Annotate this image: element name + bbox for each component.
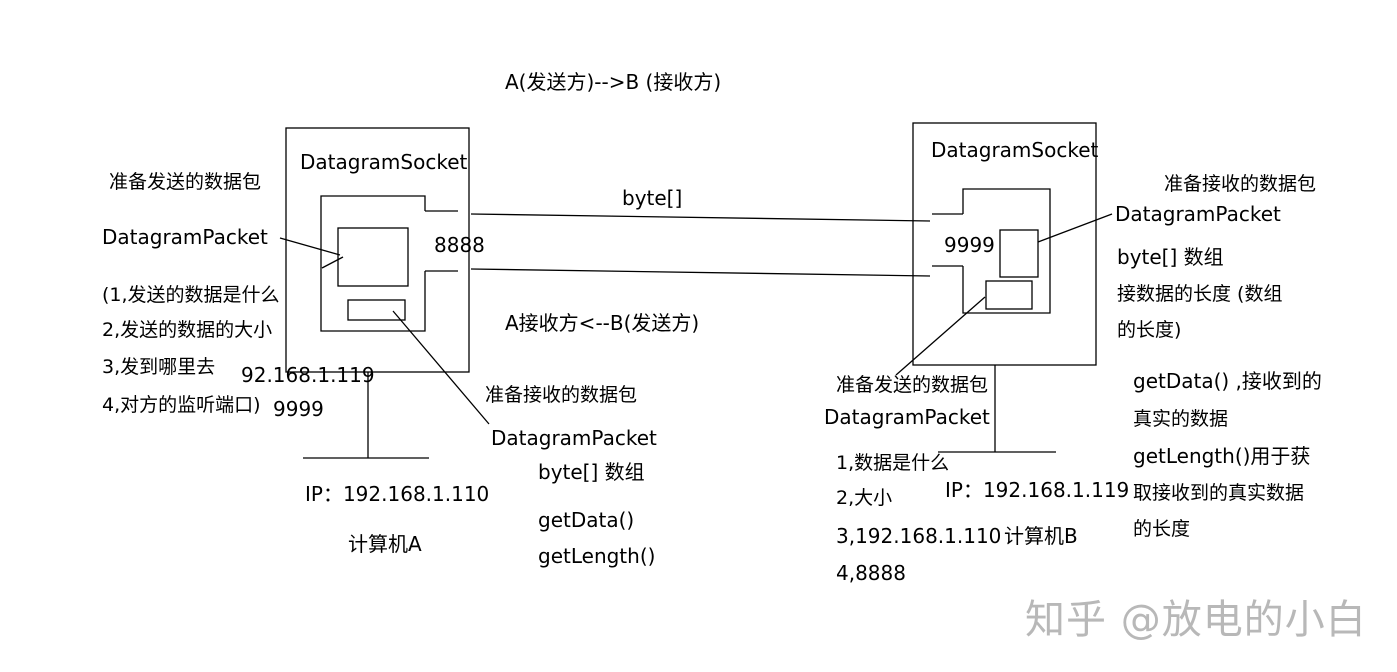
send-packet-b-label: 准备发送的数据包 — [836, 374, 989, 396]
reverse-direction-label: A接收方<--B(发送方) — [505, 311, 700, 335]
recv-packet-b-box — [999, 229, 1039, 278]
target-ip: 92.168.1.119 — [241, 363, 375, 387]
socket-a-box — [285, 127, 470, 373]
send-item-a-4: 4,对方的监听端口) — [102, 394, 261, 416]
socket-b-box — [912, 122, 1097, 366]
link-line-top — [470, 213, 931, 222]
recv-packet-a-pointer — [392, 310, 490, 425]
recv-packet-b-pointer — [1037, 213, 1113, 243]
send-item-a-3: 3,发到哪里去 — [102, 356, 216, 378]
socket-b-port-frame — [962, 188, 1051, 314]
recv-packet-b-label: 准备接收的数据包 — [1164, 173, 1317, 195]
method-b-5: 的长度 — [1133, 518, 1191, 540]
recv-item-b-3: 的长度) — [1117, 319, 1182, 341]
recv-item-a-2: getData() — [538, 508, 635, 532]
socket-b-port: 9999 — [944, 233, 995, 257]
send-packet-b-pointer — [895, 296, 986, 376]
send-item-b-2: 2,大小 — [836, 487, 893, 509]
send-packet-a-label: 准备发送的数据包 — [109, 171, 262, 193]
link-line-bottom — [470, 268, 931, 277]
recv-packet-a-box — [347, 299, 406, 321]
send-packet-a-class: DatagramPacket — [102, 225, 268, 249]
computer-a-ip: IP：192.168.1.110 — [305, 482, 490, 506]
watermark: 知乎 @放电的小白 — [1025, 597, 1367, 643]
transfer-label: byte[] — [622, 186, 683, 210]
computer-a-name: 计算机A — [348, 532, 422, 556]
send-packet-b-box — [985, 280, 1033, 310]
send-packet-a-pointer — [279, 237, 341, 256]
method-b-3: getLength()用于获 — [1133, 444, 1311, 468]
recv-item-a-3: getLength() — [538, 544, 656, 568]
send-packet-a-box — [337, 227, 409, 287]
send-item-b-3: 3,192.168.1.110 — [836, 524, 1002, 548]
method-b-2: 真实的数据 — [1133, 408, 1229, 430]
recv-item-a-1: byte[] 数组 — [538, 460, 645, 484]
computer-b-name: 计算机B — [1004, 524, 1078, 548]
send-item-b-4: 4,8888 — [836, 561, 906, 585]
send-item-a-1: (1,发送的数据是什么 — [102, 284, 280, 306]
recv-item-b-1: byte[] 数组 — [1117, 245, 1224, 269]
method-b-4: 取接收到的真实数据 — [1133, 482, 1305, 504]
socket-a-port-frame — [320, 195, 426, 332]
computer-b-ip: IP：192.168.1.119 — [945, 478, 1130, 502]
socket-a-title: DatagramSocket — [300, 150, 468, 174]
send-item-a-2: 2,发送的数据的大小 — [102, 319, 273, 341]
send-item-b-1: 1,数据是什么 — [836, 452, 950, 474]
diagram-header: A(发送方)-->B (接收方) — [505, 70, 722, 94]
socket-b-title: DatagramSocket — [931, 138, 1099, 162]
recv-item-b-2: 接数据的长度 (数组 — [1117, 283, 1283, 305]
method-b-1: getData() ,接收到的 — [1133, 369, 1322, 393]
recv-packet-b-class: DatagramPacket — [1115, 202, 1281, 226]
send-packet-a-arrow — [321, 256, 344, 269]
socket-a-port: 8888 — [434, 233, 485, 257]
recv-packet-a-class: DatagramPacket — [491, 426, 657, 450]
target-port: 9999 — [273, 397, 324, 421]
recv-packet-a-label: 准备接收的数据包 — [485, 384, 638, 406]
send-packet-b-class: DatagramPacket — [824, 405, 990, 429]
